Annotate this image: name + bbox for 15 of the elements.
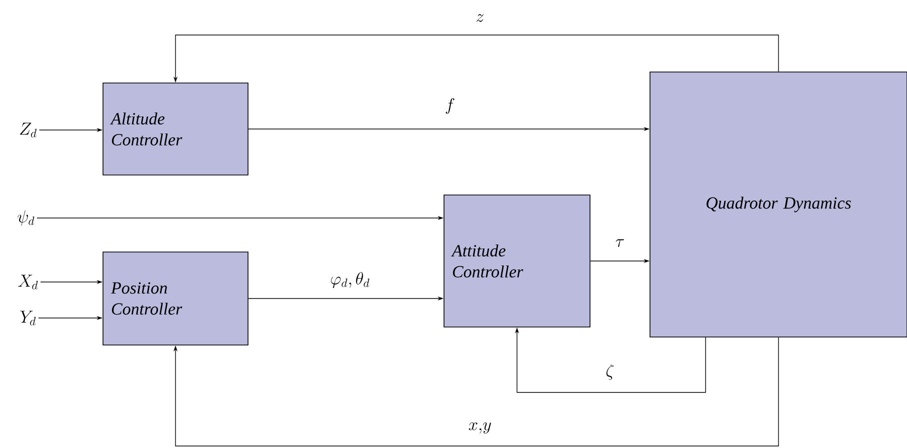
block-box: Attitude Controller [444,194,590,328]
edge-label: $z$ [474,13,486,23]
arrow [173,337,779,446]
block-box: Position Controller [102,252,248,346]
edge-label: $\tau$ [614,238,626,248]
block-box: Quadrotor Dynamics [650,72,907,338]
edge-label: $x{,}y$ [467,422,493,434]
input-label: $\psi_d$ [18,210,34,226]
edge-label: $\varphi_d, \theta_d$ [329,271,371,289]
edge-label: $\zeta$ [604,363,616,381]
input-label: $Z_d$ [20,122,37,138]
edge-label: $f$ [444,97,456,115]
input-label: $Y_d$ [20,310,36,326]
input-label: $X_d$ [18,274,38,290]
block-box: Altitude Controller [102,82,248,176]
